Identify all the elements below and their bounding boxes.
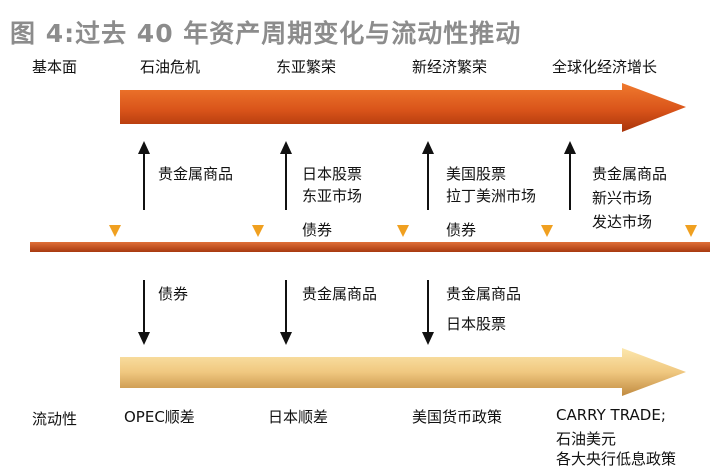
asset-label: 美国股票 [446,165,507,183]
asset-label: 新兴市场 [592,189,653,207]
asset-label: 贵金属商品 [302,285,378,303]
liquidity-arrow [120,348,686,396]
timeline-marker [685,225,697,237]
asset-label: 日本股票 [302,165,363,183]
asset-label: 发达市场 [592,213,653,231]
driver-label: 石油美元 [556,430,617,448]
timeline-marker [109,225,121,237]
phase-label: 全球化经济增长 [552,58,658,76]
fundamentals-label: 基本面 [32,58,78,76]
timeline-marker [541,225,553,237]
fundamentals-arrow [120,83,686,132]
asset-label: 日本股票 [446,315,507,333]
asset-label: 东亚市场 [302,187,363,205]
asset-label: 贵金属商品 [158,165,234,183]
driver-label: 美国货币政策 [412,408,503,426]
driver-label: 各大央行低息政策 [556,450,677,468]
driver-label: OPEC顺差 [124,408,195,426]
asset-label: 贵金属商品 [446,285,522,303]
asset-label: 债券 [446,221,477,239]
driver-label: CARRY TRADE; [556,406,666,424]
diagram-title: 图 4:过去 40 年资产周期变化与流动性推动 [10,19,522,48]
timeline-bar [30,242,710,252]
asset-label: 贵金属商品 [592,165,668,183]
asset-label: 债券 [158,285,189,303]
phase-label: 东亚繁荣 [276,58,337,76]
timeline-marker [397,225,409,237]
driver-label: 日本顺差 [268,408,329,426]
liquidity-label: 流动性 [32,410,78,428]
phase-label: 石油危机 [140,58,201,76]
asset-label: 拉丁美洲市场 [446,187,537,205]
asset-label: 债券 [302,221,333,239]
timeline-marker [252,225,264,237]
phase-label: 新经济繁荣 [412,58,488,76]
